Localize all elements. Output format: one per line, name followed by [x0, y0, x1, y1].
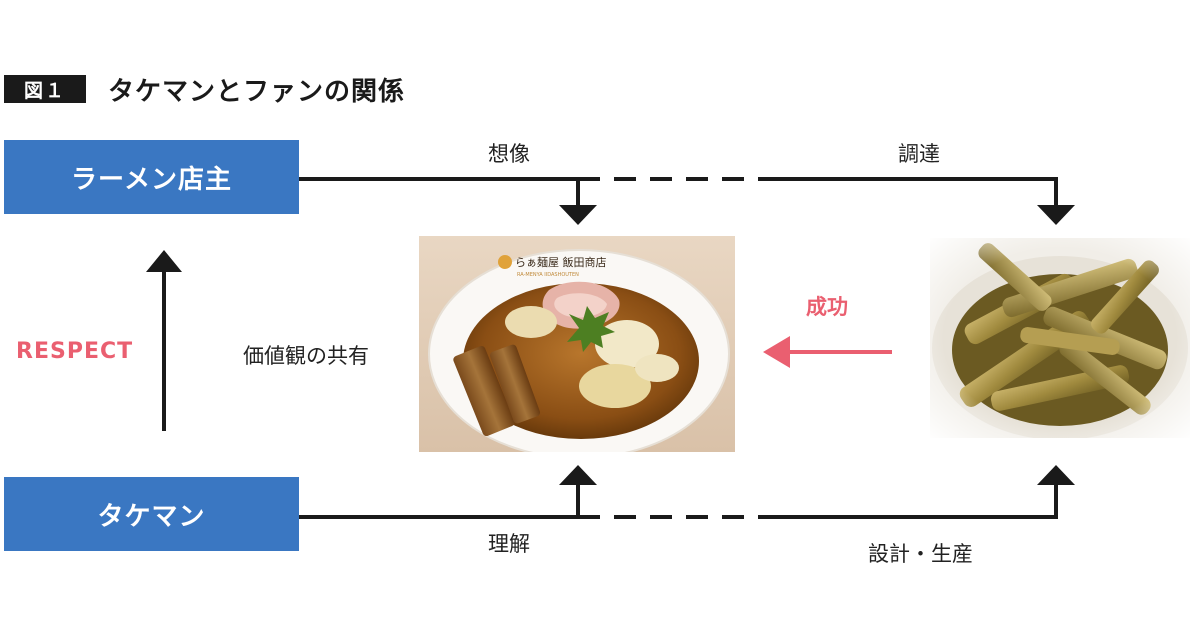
figure-header: 図１ タケマンとファンの関係: [4, 74, 405, 107]
figure-number-badge: 図１: [4, 75, 86, 103]
takeman-box: タケマン: [4, 477, 299, 551]
procure-label: 調達: [898, 142, 940, 166]
arrow-up-to-menma: [1037, 465, 1075, 485]
arrow-down-to-menma: [1037, 205, 1075, 225]
bottom-connector-left: [299, 483, 580, 519]
ramen-owner-box: ラーメン店主: [4, 140, 299, 214]
bottom-connector-right: [778, 483, 1058, 519]
shared-values-label: 価値観の共有: [243, 344, 369, 368]
success-arrow-head: [763, 336, 790, 368]
bowl-logo-text: らぁ麺屋 飯田商店: [515, 255, 607, 269]
respect-label: RESPECT: [16, 339, 134, 364]
arrow-up-to-ramen: [559, 465, 597, 485]
design-produce-label: 設計・生産: [868, 542, 973, 566]
understand-label: 理解: [488, 532, 530, 556]
ramen-bowl-photo: らぁ麺屋 飯田商店 RA-MENYA IIDASHOUTEN: [419, 236, 735, 452]
menma-bowl-photo: [930, 238, 1190, 438]
figure-title: タケマンとファンの関係: [108, 76, 406, 107]
imagine-label: 想像: [488, 142, 530, 166]
top-connector-right: [778, 177, 1058, 207]
top-connector-left: [299, 177, 580, 207]
arrow-down-to-ramen: [559, 205, 597, 225]
bowl-logo-subtext: RA-MENYA IIDASHOUTEN: [517, 272, 579, 278]
respect-arrow-head: [146, 250, 182, 272]
success-label: 成功: [806, 295, 848, 319]
